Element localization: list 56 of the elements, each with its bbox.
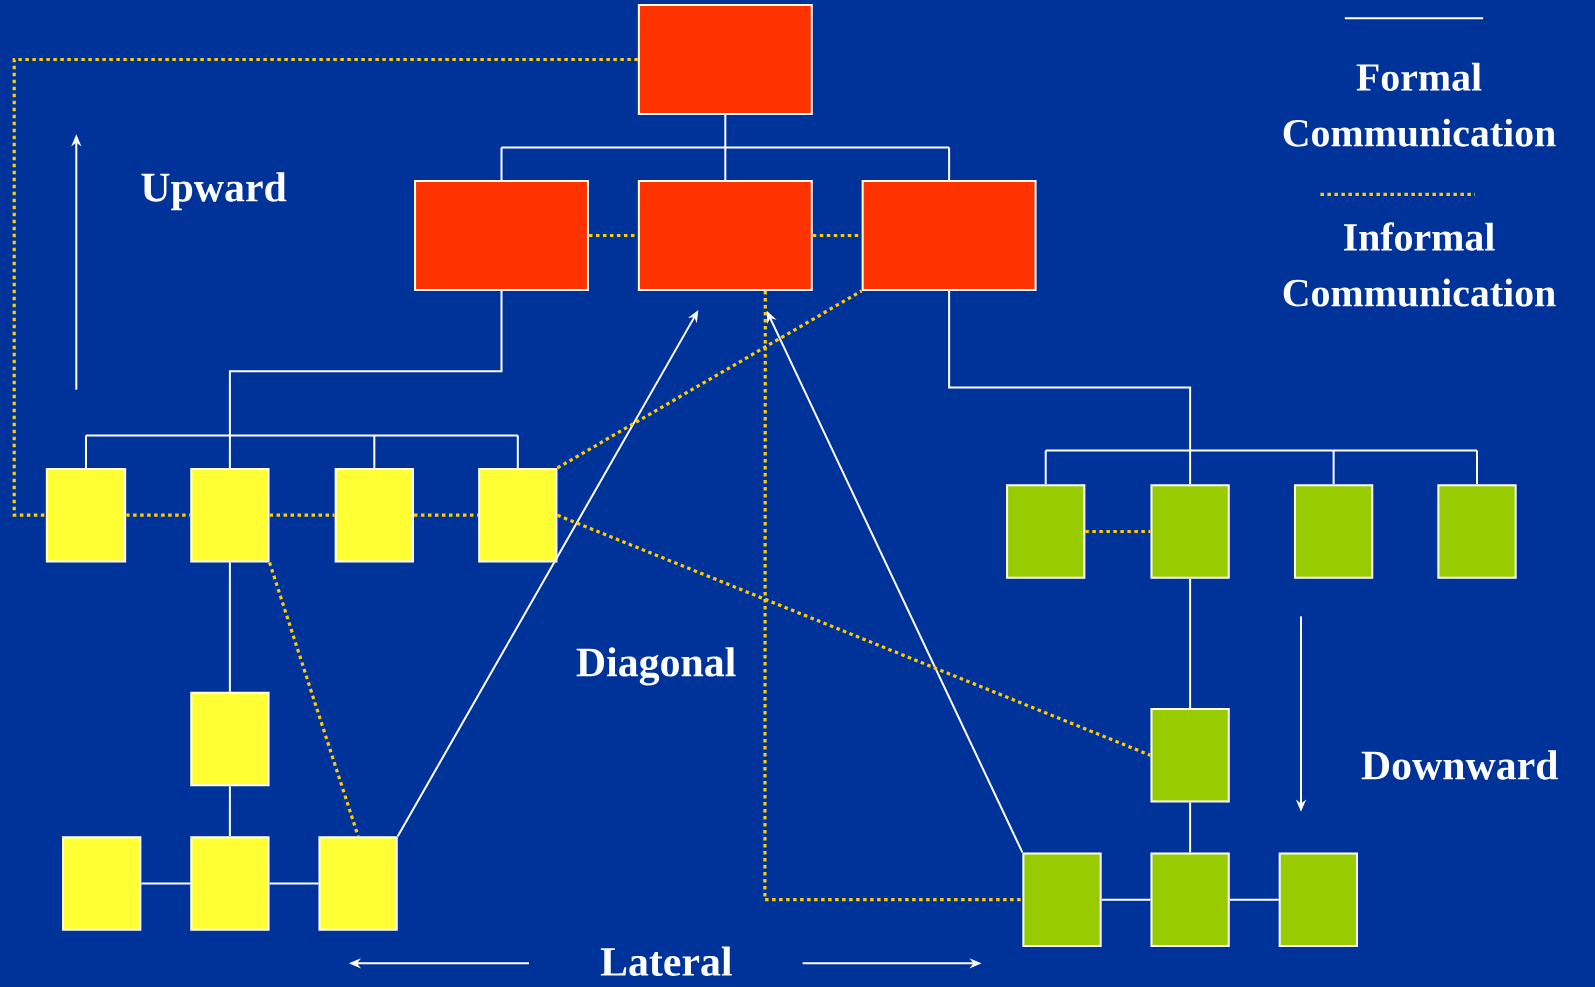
dotted-line xyxy=(413,513,479,517)
org-box xyxy=(861,180,1037,291)
connector-line xyxy=(1100,898,1152,901)
connector-line xyxy=(1476,449,1478,486)
connector-line xyxy=(85,434,87,469)
connector-line xyxy=(948,146,951,182)
connector-line xyxy=(1189,449,1192,486)
org-box xyxy=(190,467,270,563)
direction-label: Diagonal xyxy=(576,647,736,686)
org-box xyxy=(45,467,127,563)
connector-line xyxy=(1332,449,1335,486)
connector-line xyxy=(1189,801,1192,854)
connector-line xyxy=(228,434,231,469)
dotted-line xyxy=(269,513,335,517)
org-box xyxy=(1278,852,1358,947)
connector-line xyxy=(228,561,231,693)
connector-line xyxy=(85,289,519,437)
connector-line xyxy=(1044,449,1047,486)
connector-line xyxy=(500,146,503,182)
dotted-line xyxy=(1085,529,1151,534)
connector-line xyxy=(373,434,376,469)
org-box xyxy=(1006,484,1086,579)
org-box xyxy=(1150,708,1230,803)
org-box xyxy=(190,691,270,787)
direction-label: Downward xyxy=(1361,750,1559,780)
legend-label: Formal Communication xyxy=(1283,62,1556,147)
org-box xyxy=(637,4,813,115)
legend-label: Informal Communication xyxy=(1283,222,1556,307)
org-box xyxy=(1150,852,1230,947)
org-box xyxy=(1150,484,1230,579)
org-box xyxy=(637,180,813,291)
direction-label: Upward xyxy=(141,172,287,211)
connector-line xyxy=(500,113,951,149)
org-box xyxy=(62,836,142,931)
org-box xyxy=(1293,484,1374,579)
org-box xyxy=(414,180,589,291)
direction-label: Lateral xyxy=(600,946,732,977)
dotted-line xyxy=(556,513,1152,757)
connector-line xyxy=(724,146,727,182)
org-box xyxy=(1022,852,1102,947)
connector-line xyxy=(228,785,231,838)
org-box xyxy=(318,836,398,931)
connector-line xyxy=(268,882,320,885)
org-box xyxy=(1437,484,1517,579)
org-box xyxy=(334,467,414,563)
dotted-line xyxy=(126,513,191,517)
connector-line xyxy=(948,289,1478,452)
dotted-line xyxy=(12,57,638,517)
org-box xyxy=(478,467,558,563)
dotted-line xyxy=(268,562,360,837)
connector-line xyxy=(1228,898,1280,901)
dotted-line xyxy=(556,289,863,470)
connector-line xyxy=(140,882,192,885)
connector-line xyxy=(1189,577,1192,709)
connector-line xyxy=(516,434,519,469)
org-box xyxy=(190,836,270,931)
